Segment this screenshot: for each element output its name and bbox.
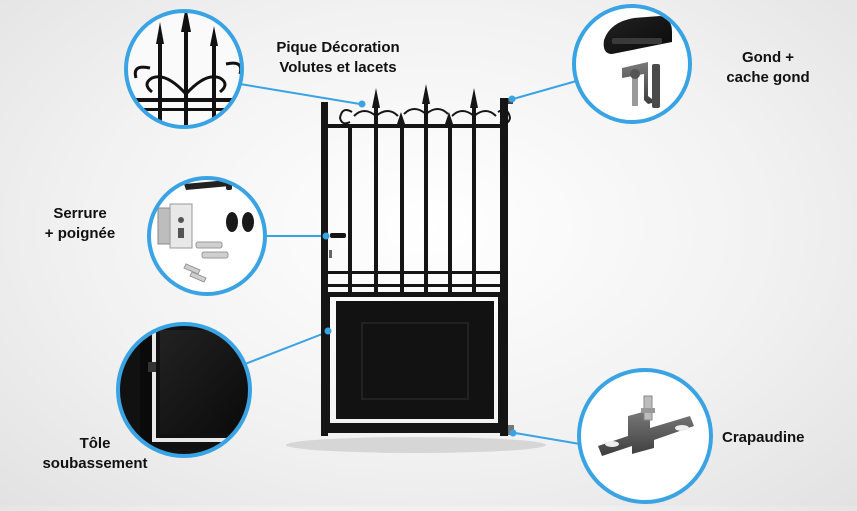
crapaudine-detail-circle: [577, 368, 713, 504]
crapaudine-label: Crapaudine: [722, 428, 805, 448]
gate: [321, 84, 517, 437]
base-plate: [598, 410, 694, 456]
serrure-detail-circle: [147, 176, 267, 296]
lever-handle: [184, 180, 230, 190]
bottom-rail: [328, 425, 508, 433]
keyhole: [329, 250, 332, 258]
bars: [348, 104, 476, 292]
left-post: [321, 102, 328, 436]
tole-label-line1: Tôle: [79, 435, 111, 452]
pique-label-line2: Volutes et lacets: [279, 59, 397, 76]
gond-label: Gond + cache gond: [700, 48, 836, 88]
steel-panel: [336, 301, 494, 419]
crapaudine-connector: [514, 432, 587, 446]
pique-label: Pique Décoration Volutes et lacets: [258, 38, 418, 78]
lock-body: [157, 207, 171, 245]
floor-shadow: [286, 437, 546, 453]
crapaudine-label-line1: Crapaudine: [722, 429, 805, 446]
mid-rail-2: [328, 284, 500, 287]
mid-rail-1: [328, 271, 500, 274]
tole-detail-circle: [116, 322, 252, 458]
gond-label-line2: cache gond: [726, 69, 810, 86]
pique-connector: [239, 83, 361, 105]
pique-detail-circle: [124, 9, 244, 129]
serrure-label-line1: Serrure: [53, 205, 107, 222]
callout-dots: [322, 95, 517, 437]
pivot-mark: [508, 425, 514, 435]
tole-label: Tôle soubassement: [30, 434, 160, 474]
tole-label-line2: soubassement: [42, 455, 148, 472]
serrure-label: Serrure + poignée: [30, 204, 130, 244]
callout-lines: [239, 79, 587, 446]
tole-connector: [244, 330, 331, 365]
top-rail: [328, 124, 500, 128]
gond-label-line1: Gond +: [741, 49, 795, 66]
gond-detail-circle: [572, 4, 692, 124]
gond-connector: [512, 79, 581, 100]
serrure-label-line2: + poignée: [44, 225, 116, 242]
right-post: [500, 98, 508, 436]
spear-tips: [372, 84, 478, 124]
gate-handle: [330, 233, 346, 238]
scrolls: [338, 108, 512, 125]
pique-label-line1: Pique Décoration: [276, 39, 400, 56]
hinge-cover: [603, 16, 672, 54]
panel-emboss: [361, 322, 469, 400]
